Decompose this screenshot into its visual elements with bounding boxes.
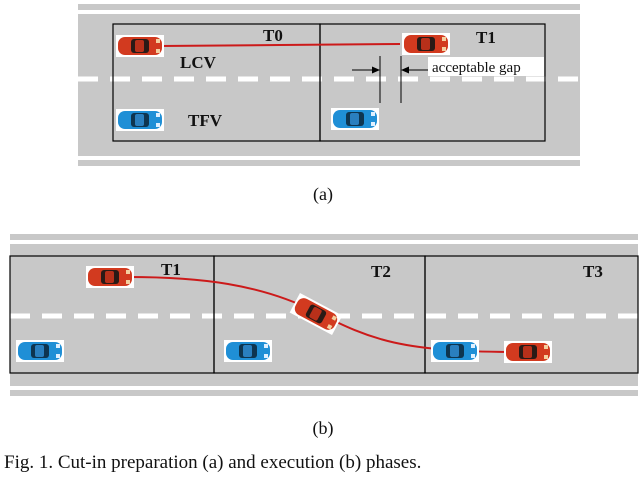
lane-changing-vehicle-start — [116, 35, 164, 57]
subfigure-label-a: (a) — [313, 184, 333, 205]
cut-in-figure: acceptable gap T0 T1 LCV TFV (a) T1 T2 T… — [9, 4, 639, 439]
lane-change-trajectory — [159, 43, 401, 47]
lane-changing-vehicle-t3 — [504, 341, 552, 363]
lane-changing-vehicle-end — [402, 33, 450, 55]
gap-arrowhead-right — [401, 66, 409, 74]
phase-box-t1 — [319, 23, 546, 142]
phase-label-t1-b: T1 — [161, 260, 181, 279]
phase-box-t3-b — [424, 255, 639, 374]
following-vehicle-t3-b — [431, 340, 479, 362]
road-edge-bottom-b — [10, 390, 638, 396]
road-edge-top — [78, 4, 580, 10]
gap-label: acceptable gap — [432, 60, 521, 76]
subfigure-label-b: (b) — [313, 418, 334, 439]
figure-caption: Fig. 1. Cut-in preparation (a) and execu… — [4, 452, 422, 473]
label-tfv: TFV — [188, 111, 223, 130]
following-vehicle-t1-b — [16, 340, 64, 362]
gap-arrowhead-left — [372, 66, 380, 74]
diagram-a: acceptable gap T0 T1 LCV TFV (a) — [78, 4, 580, 205]
following-vehicle-t0 — [116, 109, 164, 131]
phase-label-t2-b: T2 — [371, 262, 391, 281]
lane-changing-vehicle-t1 — [86, 266, 134, 288]
gap-label-box — [428, 57, 544, 76]
diagram-b: T1 T2 T3 (b) — [9, 234, 639, 439]
phase-label-t3-b: T3 — [583, 262, 603, 281]
phase-label-t0: T0 — [263, 26, 283, 45]
following-vehicle-t2-b — [224, 340, 272, 362]
phase-label-t1: T1 — [476, 28, 496, 47]
road-edge-top-b — [10, 234, 638, 240]
road-edge-bottom — [78, 160, 580, 166]
label-lcv: LCV — [180, 53, 217, 72]
following-vehicle-t1 — [331, 108, 379, 130]
